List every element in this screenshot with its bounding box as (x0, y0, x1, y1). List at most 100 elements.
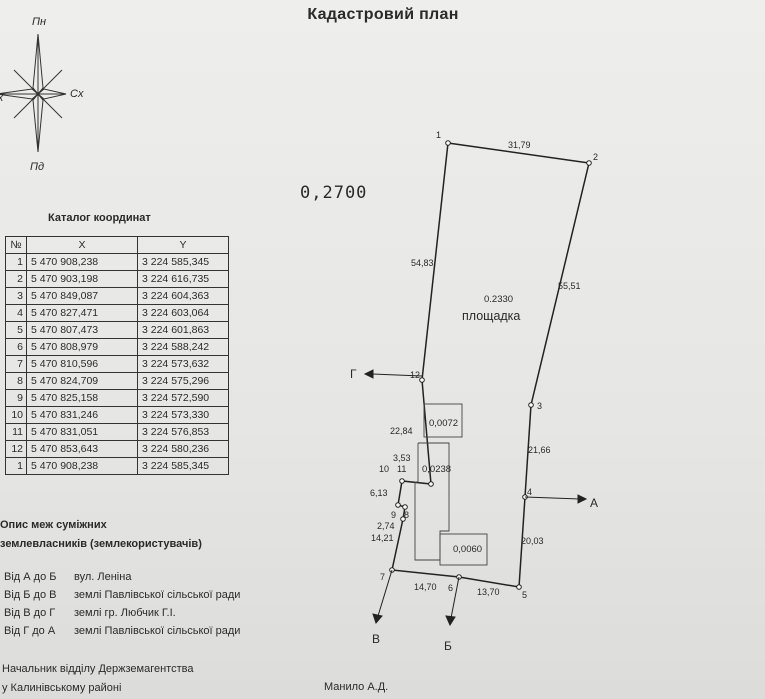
total-area: 0,2700 (300, 183, 368, 203)
point-label-3: 3 (537, 401, 542, 411)
neighbors-title-line-2: землевласників (землекористувачів) (0, 538, 202, 550)
direction-label-b: Б (444, 639, 452, 653)
neighbor-desc: землі Павлівської сільської ради (74, 625, 241, 637)
cell-number: 1 (5, 457, 27, 475)
point-label-7: 7 (380, 572, 385, 582)
point-label-2: 2 (593, 152, 598, 162)
building-2 (414, 442, 450, 561)
cell-y: 3 224 588,242 (137, 338, 229, 356)
cell-number: 1 (5, 253, 27, 271)
compass-rose-icon (0, 33, 67, 153)
building-area-1: 0,0072 (429, 418, 458, 429)
cell-y: 3 224 572,590 (137, 389, 229, 407)
neighbor-from: Від Б до В (4, 589, 57, 601)
side-length-8-9: 2,74 (377, 521, 395, 531)
cell-y: 3 224 576,853 (137, 423, 229, 441)
neighbor-desc: землі гр. Любчик Г.І. (74, 607, 176, 619)
neighbor-from: Від Г до А (4, 625, 56, 637)
signatory-line-2: у Калинівському районі (2, 682, 122, 694)
side-length-4-5: 20,03 (521, 536, 544, 546)
cell-number: 8 (5, 372, 27, 390)
direction-label-v: В (372, 632, 380, 646)
cell-x: 5 470 831,051 (26, 423, 138, 441)
boundary-points (389, 140, 592, 590)
point-label-1: 1 (436, 130, 441, 140)
compass-south: Пд (30, 161, 44, 173)
cell-y: 3 224 580,236 (137, 440, 229, 458)
cell-x: 5 470 824,709 (26, 372, 138, 390)
cell-x: 5 470 831,246 (26, 406, 138, 424)
cell-number: 4 (5, 304, 27, 322)
side-length-3-4: 21,66 (528, 445, 551, 455)
signatory-position: Начальник відділу Держземагентства у Кал… (2, 660, 193, 698)
cell-number: 5 (5, 321, 27, 339)
cell-x: 5 470 807,473 (26, 321, 138, 339)
point-label-5: 5 (522, 590, 527, 600)
point-labels: 1 2 3 4 5 6 7 8 9 10 11 12 (379, 130, 598, 600)
cell-x: 5 470 808,979 (26, 338, 138, 356)
column-header-y: Y (137, 236, 229, 254)
neighbor-from: Від В до Г (4, 607, 56, 619)
side-length-11-12: 22,84 (390, 426, 413, 436)
direction-label-a: А (590, 496, 598, 510)
side-length-7-8: 14,21 (371, 533, 394, 543)
neighbors-list: Від А до Б вул. Леніна Від Б до В землі Па… (4, 568, 240, 640)
direction-labels: А Б В Г (350, 367, 598, 653)
cell-number: 11 (5, 423, 27, 441)
cell-y: 3 224 616,735 (137, 270, 229, 288)
neighbor-desc: землі Павлівської сільської ради (74, 589, 241, 601)
point-label-4: 4 (527, 487, 532, 497)
building-3 (439, 533, 488, 566)
neighbor-desc: вул. Леніна (74, 571, 132, 583)
point-label-8: 8 (404, 510, 409, 520)
side-length-2-3: 55,51 (558, 281, 581, 291)
point-label-11: 11 (397, 464, 406, 474)
building-area-3: 0,0060 (453, 544, 482, 555)
cell-x: 5 470 825,158 (26, 389, 138, 407)
cell-number: 9 (5, 389, 27, 407)
cell-y: 3 224 603,064 (137, 304, 229, 322)
cell-y: 3 224 585,345 (137, 253, 229, 271)
point-label-10: 10 (379, 464, 389, 474)
cell-y: 3 224 585,345 (137, 457, 229, 475)
compass-west: Зх (0, 92, 4, 104)
side-length-6-7: 14,70 (414, 582, 437, 592)
table-header-row: № X Y (5, 236, 229, 254)
neighbors-title-line-1: Опис меж суміжних (0, 519, 107, 531)
cell-y: 3 224 573,632 (137, 355, 229, 373)
signatory-name: Манило А.Д. (324, 681, 389, 693)
cell-x: 5 470 849,087 (26, 287, 138, 305)
list-item: Від Б до В землі Павлівської сільської ра… (4, 586, 240, 604)
direction-arrows (363, 369, 588, 627)
cell-number: 7 (5, 355, 27, 373)
cell-number: 3 (5, 287, 27, 305)
point-label-12: 12 (410, 370, 420, 380)
side-length-10-11: 3,53 (393, 453, 411, 463)
cell-x: 5 470 827,471 (26, 304, 138, 322)
cell-x: 5 470 853,643 (26, 440, 138, 458)
compass-east: Сх (70, 88, 84, 100)
side-lengths: 31,79 55,51 21,66 20,03 13,70 14,70 14,2… (370, 140, 581, 597)
compass-north: Пн (32, 16, 46, 28)
building-1 (423, 403, 463, 438)
neighbors-title: Опис меж суміжних землевласників (землек… (0, 516, 202, 554)
neighbor-from: Від А до Б (4, 571, 57, 583)
column-header-number: № (5, 236, 27, 254)
cell-number: 12 (5, 440, 27, 458)
page-title: Кадастровий план (307, 6, 459, 23)
